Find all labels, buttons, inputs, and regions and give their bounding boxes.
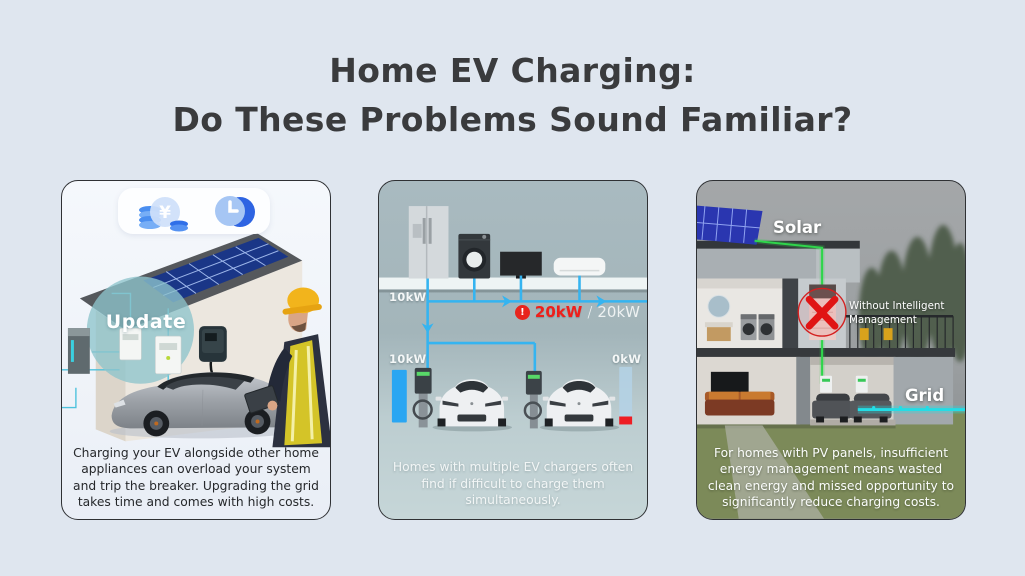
power-separator: / — [587, 303, 593, 321]
panel3-caption: For homes with PV panels, insufficient e… — [707, 446, 955, 509]
ev-car-side — [109, 372, 293, 439]
technician-person — [244, 287, 330, 448]
washing-machine-icon — [458, 233, 491, 279]
ev-car-front-1 — [432, 379, 513, 432]
panel-multi-charger: 10kW ! 20kW / 20kW 10kW 0kW Homes with m… — [378, 180, 648, 520]
balcony-railing — [845, 315, 954, 349]
multi-charger-scene — [379, 206, 647, 432]
charger1-power-label: 10kW — [389, 352, 427, 366]
garage-car-1 — [812, 393, 852, 423]
hard-hat-icon — [282, 287, 322, 315]
solar-array-icon — [697, 205, 763, 245]
pv-scene — [697, 205, 965, 519]
overload-alert-icon: ! — [514, 304, 530, 320]
bus-power-label: 10kW — [389, 290, 427, 304]
laundry-room — [704, 294, 775, 342]
update-label: Update — [105, 311, 187, 333]
page-title: Home EV Charging: Do These Problems Soun… — [0, 46, 1025, 144]
charging-post-1 — [412, 367, 433, 428]
appliance-shelf — [379, 277, 647, 293]
power-bus-wires — [426, 275, 647, 372]
panel1-caption: Charging your EV alongside other home ap… — [73, 446, 319, 509]
charger2-power-bar — [619, 366, 633, 425]
garage — [812, 375, 892, 423]
grid-line — [857, 405, 965, 414]
tv-icon — [500, 251, 542, 279]
panel2-caption: Homes with multiple EV chargers often fi… — [392, 460, 634, 507]
time-clock-icon — [215, 196, 255, 227]
solar-panels-icon — [143, 237, 289, 303]
electric-meters — [119, 327, 182, 375]
charger1-power-bar — [391, 369, 407, 423]
cost-coins-icon: ¥ — [139, 197, 188, 232]
red-x-icon — [797, 287, 847, 337]
ev-car-front-2 — [539, 379, 620, 432]
overload-scene — [62, 232, 330, 448]
used-power-value: 20kW — [534, 303, 583, 321]
charger2-power-label: 0kW — [612, 352, 642, 366]
load-status: ! 20kW / 20kW — [514, 303, 640, 321]
charging-post-2 — [523, 370, 543, 429]
title-line-1: Home EV Charging: — [329, 51, 696, 90]
fridge-icon — [408, 206, 449, 279]
living-room — [704, 371, 775, 416]
title-line-2: Do These Problems Sound Familiar? — [172, 100, 853, 139]
solar-label: Solar — [773, 218, 822, 237]
total-power-value: 20kW — [597, 303, 640, 321]
grid-label: Grid — [905, 386, 945, 405]
battery-unit — [67, 328, 90, 374]
pill-icons: ¥ — [139, 196, 255, 232]
warning-text: Without Intelligent Management — [849, 300, 945, 327]
icon-pill: ¥ — [118, 188, 270, 234]
tablet-device — [244, 385, 279, 414]
air-conditioner-icon — [553, 257, 606, 276]
panel-pv-waste: Solar Without Intelligent Management Gri… — [696, 180, 966, 520]
panel-grid-overload: ¥ Update Charging your EV alongside othe… — [61, 180, 331, 520]
yen-symbol: ¥ — [159, 203, 171, 223]
flow-arrows — [421, 295, 607, 334]
lawn — [697, 411, 965, 519]
